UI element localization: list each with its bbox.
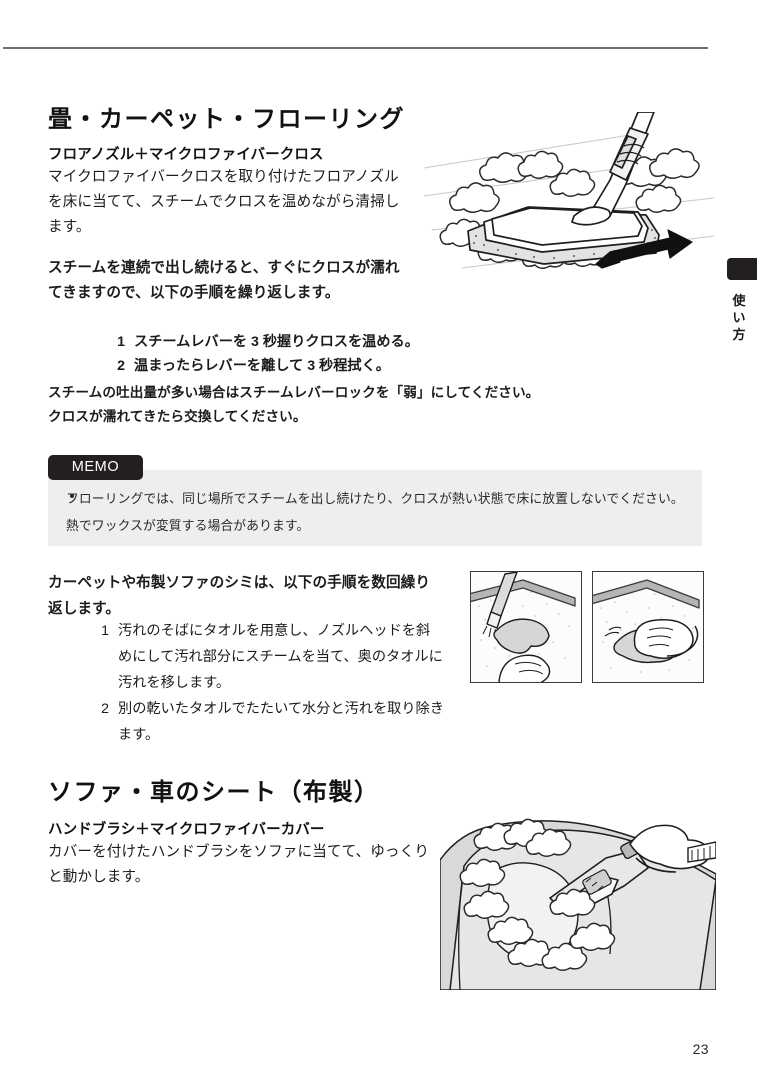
- page-number: 23: [692, 1041, 709, 1057]
- section3-subheading: ハンドブラシ＋マイクロファイバーカバー: [48, 822, 325, 838]
- section1-heading: 畳・カーペット・フローリング: [48, 106, 405, 133]
- header-rule: [3, 47, 708, 49]
- step-number: 2: [117, 358, 125, 374]
- step-number: 1: [117, 334, 125, 350]
- stain-blot-towel-panel: [590, 571, 704, 683]
- side-tab-char-3: 方: [732, 327, 746, 342]
- side-tab-label: 使 い 方: [728, 292, 750, 343]
- memo-text: フローリングでは、同じ場所でスチームを出し続けたり、クロスが熱い状態で床に放置し…: [66, 491, 684, 533]
- section3-body: カバーを付けたハンドブラシをソファに当てて、ゆっくりと動かします。: [48, 844, 430, 885]
- list-item: 2 温まったらレバーを離して 3 秒程拭く。: [108, 354, 468, 378]
- step-text: 別の乾いたタオルでたたいて水分と汚れを取り除きます。: [118, 701, 444, 743]
- side-tab-char-2: い: [732, 310, 746, 325]
- list-item: 2 別の乾いたタオルでたたいて水分と汚れを取り除きます。: [92, 696, 444, 748]
- section3-heading: ソファ・車のシート（布製）: [48, 779, 380, 806]
- step-text: スチームレバーを 3 秒握りクロスを温める。: [134, 334, 419, 350]
- section1-subheading: フロアノズル＋マイクロファイバークロス: [48, 147, 324, 163]
- section1-note-line-1: スチームの吐出量が多い場合はスチームレバーロックを「弱」にしてください。: [48, 385, 540, 400]
- step-number: 1: [101, 623, 109, 639]
- memo-tag: MEMO: [48, 455, 143, 480]
- section2-bold-paragraph: カーペットや布製ソファのシミは、以下の手順を数回繰り返します。: [48, 575, 431, 617]
- section1-bold-paragraph: スチームを連続で出し続けると、すぐにクロスが濡れてきますので、以下の手順を繰り返…: [48, 260, 400, 301]
- list-item: 1 スチームレバーを 3 秒握りクロスを温める。: [108, 330, 468, 354]
- step-text: 温まったらレバーを離して 3 秒程拭く。: [134, 358, 390, 374]
- step-text: 汚れのそばにタオルを用意し、ノズルヘッドを斜めにして汚れ部分にスチームを当て、奥…: [118, 623, 443, 691]
- section1-body: マイクロファイバークロスを取り付けたフロアノズルを床に当てて、スチームでクロスを…: [48, 169, 400, 235]
- step-number: 2: [101, 701, 109, 717]
- side-tab-char-1: 使: [732, 293, 746, 308]
- section2-step-list: 1 汚れのそばにタオルを用意し、ノズルヘッドを斜めにして汚れ部分にスチームを当て…: [92, 618, 444, 748]
- memo-bullet-icon: [70, 494, 74, 498]
- side-tab-marker: [727, 258, 757, 280]
- section1-step-list: 1 スチームレバーを 3 秒握りクロスを温める。 2 温まったらレバーを離して …: [108, 330, 468, 378]
- section1-note-line-2: クロスが濡れてきたら交換してください。: [48, 409, 307, 424]
- memo-box: [48, 470, 702, 546]
- floor-nozzle-steam-illustration: [423, 111, 715, 280]
- sofa-hand-brush-illustration: [439, 814, 717, 991]
- list-item: 1 汚れのそばにタオルを用意し、ノズルヘッドを斜めにして汚れ部分にスチームを当て…: [92, 618, 444, 696]
- stain-steam-towel-panel: [468, 571, 582, 688]
